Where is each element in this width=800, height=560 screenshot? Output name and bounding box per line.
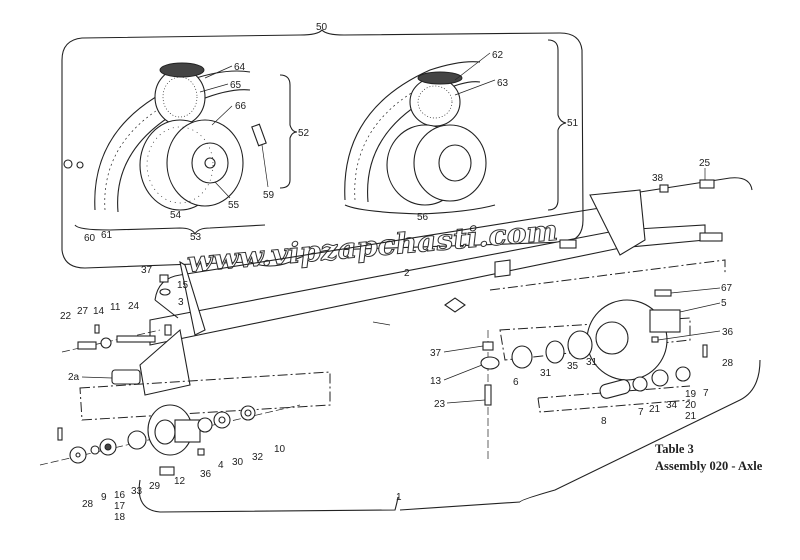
label-34: 34 [666, 400, 678, 411]
label-19: 19 [685, 389, 697, 400]
assembly-title: Assembly 020 - Axle [655, 459, 763, 473]
label-51: 51 [567, 118, 579, 129]
label-31a: 31 [540, 368, 552, 379]
label-31b: 31 [586, 357, 598, 368]
label-16: 16 [114, 490, 126, 501]
label-6: 6 [513, 377, 519, 388]
label-52: 52 [298, 128, 310, 139]
label-3: 3 [178, 297, 184, 308]
label-61: 61 [101, 230, 113, 241]
label-33: 33 [131, 486, 143, 497]
label-5: 5 [721, 298, 727, 309]
label-35: 35 [567, 361, 579, 372]
label-4: 4 [218, 460, 224, 471]
table-number: Table 3 [655, 442, 694, 456]
label-66: 66 [235, 101, 247, 112]
label-15: 15 [177, 280, 189, 291]
label-23: 23 [434, 399, 446, 410]
bracket-53 [74, 224, 266, 236]
label-11: 11 [110, 302, 121, 313]
label-17: 17 [114, 501, 126, 512]
group-bracket-50 [61, 29, 584, 269]
label-12: 12 [174, 476, 186, 487]
label-13: 13 [430, 376, 442, 387]
label-22: 22 [60, 311, 72, 322]
label-67: 67 [721, 283, 733, 294]
bracket-51 [547, 39, 567, 211]
leader-lines [81, 52, 721, 404]
label-63: 63 [497, 78, 509, 89]
label-7b: 7 [703, 388, 709, 399]
label-37b: 37 [430, 348, 442, 359]
label-28: 28 [82, 499, 94, 510]
label-10: 10 [274, 444, 286, 455]
label-29: 29 [149, 481, 161, 492]
label-53: 53 [190, 232, 202, 243]
label-21b: 21 [685, 411, 697, 422]
label-64: 64 [234, 62, 246, 73]
bracket-52 [279, 74, 298, 189]
label-9: 9 [101, 492, 107, 503]
label-28b: 28 [722, 358, 734, 369]
label-54: 54 [170, 210, 182, 221]
valve-bolt-left [63, 123, 267, 169]
label-32: 32 [252, 452, 264, 463]
label-14: 14 [93, 306, 105, 317]
tube-right [409, 71, 463, 127]
label-20: 20 [685, 400, 697, 411]
bracket-56 [344, 204, 496, 215]
label-59: 59 [263, 190, 275, 201]
label-25: 25 [699, 158, 711, 169]
label-2: 2 [404, 268, 410, 279]
diagram-caption: Table 3 Assembly 020 - Axle [655, 441, 762, 475]
label-56: 56 [417, 212, 429, 223]
label-37: 37 [141, 265, 153, 276]
rim-left [139, 119, 244, 211]
label-1: 1 [396, 492, 402, 503]
left-hub-parts [39, 404, 301, 476]
part-number-labels: 50 64 65 66 52 59 55 54 53 60 61 62 63 5… [60, 22, 734, 523]
tube-left [154, 62, 206, 126]
label-62: 62 [492, 50, 504, 61]
label-8: 8 [601, 416, 607, 427]
rim-right [386, 124, 487, 206]
dashed-axis-right [489, 259, 726, 291]
dashed-group-left-hub [79, 371, 331, 421]
label-30: 30 [232, 457, 244, 468]
label-21a: 21 [649, 404, 661, 415]
label-27: 27 [77, 306, 89, 317]
left-upper-parts [61, 274, 179, 353]
label-18: 18 [114, 512, 126, 523]
label-55: 55 [228, 200, 240, 211]
label-36b: 36 [722, 327, 734, 338]
label-60: 60 [84, 233, 96, 244]
label-38: 38 [652, 173, 664, 184]
label-50: 50 [316, 22, 328, 33]
axle-beam [111, 189, 723, 396]
label-36: 36 [200, 469, 212, 480]
label-2a: 2a [68, 372, 80, 383]
label-24: 24 [128, 301, 140, 312]
label-7a: 7 [638, 407, 644, 418]
label-65: 65 [230, 80, 242, 91]
right-hub-parts [511, 289, 708, 399]
